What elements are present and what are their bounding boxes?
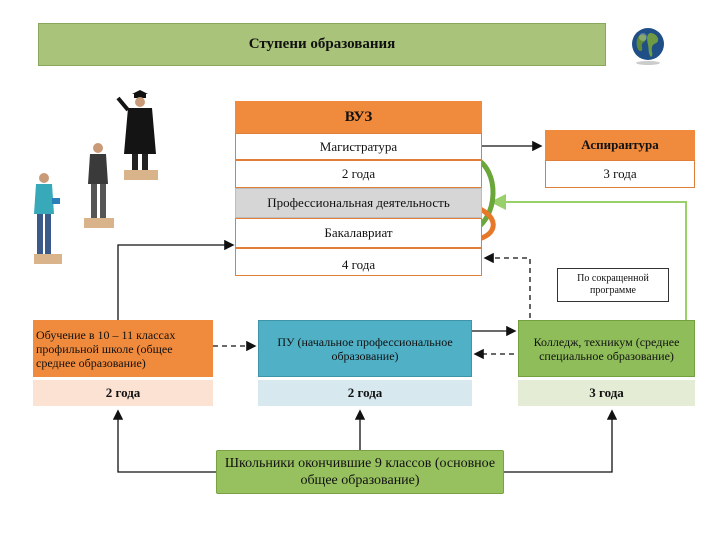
school-10-11-years: 2 года: [33, 380, 213, 406]
page-title: Ступени образования: [38, 23, 606, 66]
student-figure: [78, 138, 118, 230]
college-years: 3 года: [518, 380, 695, 406]
school-10-11-box: Обучение в 10 – 11 классах профильной шк…: [33, 320, 213, 377]
arrow-graduates-school: [112, 409, 216, 473]
shortened-program-note: По сокращенной программе: [557, 268, 669, 302]
arrow-school-vuz: [117, 239, 235, 320]
pu-years: 2 года: [258, 380, 472, 406]
pu-box: ПУ (начальное профессиональное образован…: [258, 320, 472, 377]
prof-activity-cell: Профессиональная деятельность: [235, 188, 482, 218]
dashed-shortened-bakalavriat: [483, 252, 531, 318]
magistratura-years: 2 года: [235, 160, 482, 188]
feedback-line: [490, 194, 687, 321]
aspirantura-years: 3 года: [545, 160, 695, 188]
vuz-header: ВУЗ: [235, 101, 482, 133]
bakalavriat-years: 4 года: [235, 248, 482, 276]
globe-icon: [631, 27, 665, 65]
arrow-graduates-college: [504, 409, 618, 473]
schoolboy-figure: [28, 168, 68, 266]
graduates-9-box: Школьники окончившие 9 классов (основное…: [216, 450, 504, 494]
aspirantura-header: Аспирантура: [545, 130, 695, 160]
graduate-figure: [112, 90, 164, 182]
bakalavriat-cell: Бакалавриат: [235, 218, 482, 248]
college-box: Колледж, техникум (среднее специальное о…: [518, 320, 695, 377]
magistratura-cell: Магистратура: [235, 133, 482, 160]
